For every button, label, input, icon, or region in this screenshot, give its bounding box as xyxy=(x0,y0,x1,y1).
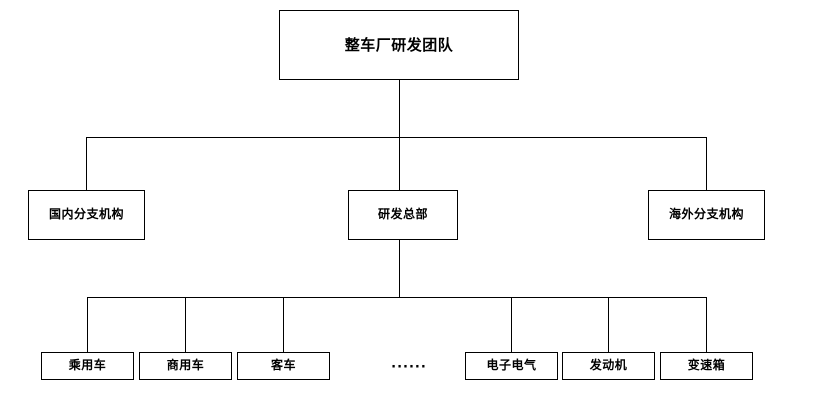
node-electronics-electrical-label: 电子电气 xyxy=(486,358,537,373)
edge-drop-overseas-branch xyxy=(706,137,707,190)
node-bus[interactable]: 客车 xyxy=(237,352,330,380)
edge-level3-bus xyxy=(87,297,707,298)
node-bus-label: 客车 xyxy=(270,358,296,373)
node-overseas-branch[interactable]: 海外分支机构 xyxy=(648,190,765,240)
edge-drop-commercial-vehicle xyxy=(185,297,186,352)
node-rd-headquarters[interactable]: 研发总部 xyxy=(348,190,458,240)
node-engine-label: 发动机 xyxy=(589,358,628,373)
node-electronics-electrical[interactable]: 电子电气 xyxy=(465,352,558,380)
node-transmission-label: 变速箱 xyxy=(687,358,726,373)
edge-drop-domestic-branch xyxy=(86,137,87,190)
ellipsis-label: ······ xyxy=(391,359,427,375)
edge-rd-headquarters-stem xyxy=(399,240,400,297)
edge-drop-rd-headquarters xyxy=(399,137,400,190)
node-domestic-branch[interactable]: 国内分支机构 xyxy=(28,190,145,240)
node-passenger-vehicle-label: 乘用车 xyxy=(68,358,107,373)
node-commercial-vehicle[interactable]: 商用车 xyxy=(139,352,232,380)
node-engine[interactable]: 发动机 xyxy=(562,352,655,380)
node-overseas-branch-label: 海外分支机构 xyxy=(668,207,744,222)
node-transmission[interactable]: 变速箱 xyxy=(660,352,753,380)
node-rd-headquarters-label: 研发总部 xyxy=(377,207,428,222)
edge-drop-engine xyxy=(608,297,609,352)
edge-drop-bus xyxy=(283,297,284,352)
edge-drop-passenger-vehicle xyxy=(87,297,88,352)
edge-drop-transmission xyxy=(706,297,707,352)
node-passenger-vehicle[interactable]: 乘用车 xyxy=(41,352,134,380)
node-root-rd-team[interactable]: 整车厂研发团队 xyxy=(279,10,519,80)
edge-level2-bus xyxy=(86,137,707,138)
ellipsis-more-divisions: ······ xyxy=(378,356,440,378)
edge-root-stem xyxy=(399,80,400,138)
node-domestic-branch-label: 国内分支机构 xyxy=(48,207,124,222)
edge-drop-electronics-electrical xyxy=(511,297,512,352)
node-root-label: 整车厂研发团队 xyxy=(344,35,454,54)
node-commercial-vehicle-label: 商用车 xyxy=(166,358,205,373)
